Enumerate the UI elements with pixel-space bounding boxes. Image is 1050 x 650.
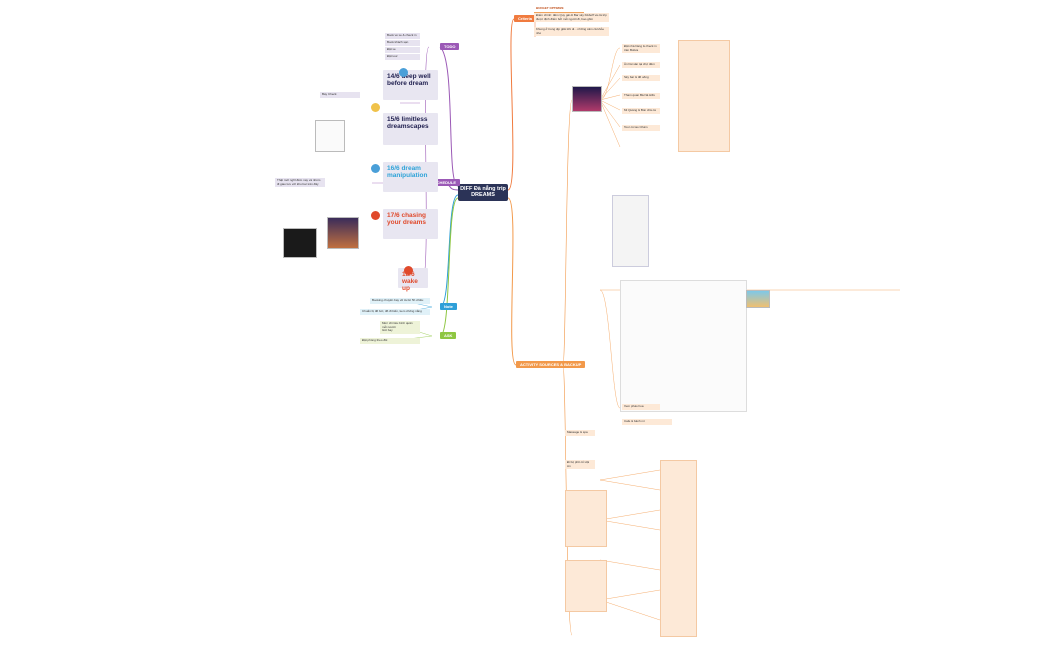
criteria-item-3: Khung ở trong dịp giấc khi di... những c…	[534, 27, 609, 37]
schedule-thumbnail[interactable]	[315, 120, 345, 152]
schedule-note-16: Thật mới nghĩ đêm nay và nhóm đi giao lư…	[275, 178, 325, 188]
day-title-17: 17/6 chasing your dreams	[387, 212, 427, 226]
day-card-16[interactable]: 16/6 dream manipulation	[383, 162, 438, 192]
day-card-17[interactable]: 17/6 chasing your dreams	[383, 209, 438, 239]
schedule-branch[interactable]: SCHEDULE	[430, 179, 461, 186]
ask-item-2: Giờ bay	[380, 328, 420, 334]
ask-item-3: Đặt phòng theo đôi	[360, 338, 420, 344]
sun-icon	[371, 103, 380, 112]
day-card-18[interactable]: 18/6 wake up	[398, 268, 428, 292]
ask-item-1: Mức chi tiêu bình quân mỗi người	[380, 321, 420, 331]
root-title-line2: DREAMS	[471, 192, 495, 198]
activity-item-3: Sky bar & đồ uống	[622, 75, 660, 81]
activity-item-8: Cafe & bánh mì	[622, 419, 672, 425]
activity-sub-1: Massage & spa	[565, 430, 595, 436]
schedule-note-14: Bay Check	[320, 92, 360, 98]
root-node[interactable]: DIFF Đà nẵng trip DREAMS	[458, 184, 508, 201]
day-card-15[interactable]: 15/6 limitless dreamscapes	[383, 113, 438, 145]
note-item-2: Chuẩn bị đồ bơi, đồ đi biển, kem chống n…	[360, 309, 430, 315]
activity-sub-2: Đi bộ phố cổ Hội An	[565, 460, 595, 470]
day-card-14[interactable]: 14/6 deep well before dream	[383, 70, 438, 100]
todo-item-1: Book vé xe & check in	[385, 33, 420, 39]
event-poster-image[interactable]	[327, 217, 359, 249]
ask-branch[interactable]: ASK	[440, 332, 457, 339]
todo-item-2: Book khách sạn	[385, 40, 420, 46]
sun-icon	[371, 211, 380, 220]
note-branch[interactable]: Note	[440, 303, 457, 310]
sun-icon	[404, 266, 413, 275]
venue-photo[interactable]	[572, 86, 602, 112]
todo-item-4: Đặt tour	[385, 54, 420, 60]
day-title-16: 16/6 dream manipulation	[387, 165, 428, 179]
todo-top-branch[interactable]: TODO	[440, 43, 460, 50]
activity-notes-block	[565, 490, 607, 547]
criteria-item-2: Điểm chính: đêm Quy gái di Bar sky Kikbo…	[534, 13, 609, 23]
day-title-14: 14/6 deep well before dream	[387, 73, 431, 87]
activity-notes-block	[565, 560, 607, 612]
cloud-icon	[371, 164, 380, 173]
activity-item-1: Đặt nhà hàng & check in trên Boliva	[622, 44, 660, 54]
criteria-branch[interactable]: Criteria	[514, 15, 537, 22]
note-item-1: Booking chuyến bay về trước 5h chiều	[370, 298, 430, 304]
day-title-15: 15/6 limitless dreamscapes	[387, 116, 429, 130]
activity-item-2: Ăn hải sản tại chợ đêm	[622, 62, 660, 68]
root-title-line1: DIFF Đà nẵng trip	[460, 186, 506, 192]
activity-item-5: Mì Quảng & Bún chả cá	[622, 108, 660, 114]
activity-detail-document	[620, 280, 747, 412]
document-screenshot[interactable]	[612, 195, 649, 267]
activity-item-4: Tham quan Bà Nà Hills	[622, 93, 660, 99]
cloud-icon	[399, 68, 408, 77]
activity-branch[interactable]: ACTIVITY SOURCES & BACKUP	[516, 361, 586, 368]
activity-item-7: Xem pháo hoa	[622, 404, 660, 410]
activity-item-6: Tour cù lao Chàm	[622, 125, 660, 131]
beach-photo[interactable]	[746, 290, 770, 308]
activity-list-column	[660, 460, 697, 637]
activity-detail-notes	[678, 40, 730, 152]
todo-item-3: Đặt xe	[385, 47, 420, 53]
poster-image[interactable]	[283, 228, 317, 258]
criteria-item-1: BUDGET OPTIMIZE	[534, 6, 584, 13]
